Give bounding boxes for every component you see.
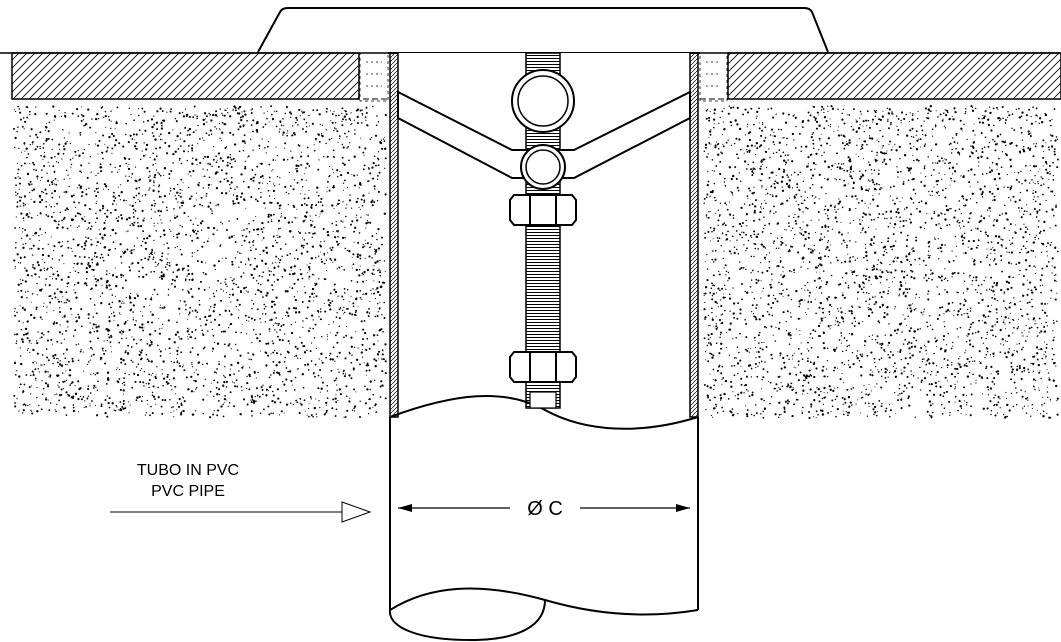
roller-lower — [520, 144, 566, 190]
diameter-label: Ø C — [527, 498, 563, 520]
nut-upper — [509, 194, 577, 226]
leader-arrowhead — [341, 501, 372, 523]
nut-lower — [509, 351, 577, 383]
pipe-break-top — [389, 395, 699, 430]
roller-lower-inner — [525, 149, 561, 185]
pipe-wall-left — [389, 52, 399, 418]
pipe-wall-right — [689, 52, 699, 418]
pipe-break-bottom-back — [389, 587, 699, 616]
roller-upper-inner — [517, 75, 569, 127]
pipe-break-bottom-front — [388, 599, 546, 642]
mortar-joint-left — [359, 52, 389, 102]
pavement-right — [727, 52, 1061, 100]
soil-texture-right — [703, 105, 1059, 420]
dimension-arrow-right — [676, 504, 690, 512]
cover-plate — [257, 7, 829, 53]
pipe-label-english: PVC PIPE — [151, 483, 225, 500]
soil-texture-left — [13, 105, 387, 419]
roller-upper — [511, 69, 575, 133]
rod-tip — [529, 391, 557, 409]
dimension-arrow-left — [398, 504, 412, 512]
pavement-left — [11, 52, 360, 100]
mortar-joint-right — [699, 52, 728, 102]
pipe-label-italian: TUBO IN PVC — [137, 462, 239, 479]
